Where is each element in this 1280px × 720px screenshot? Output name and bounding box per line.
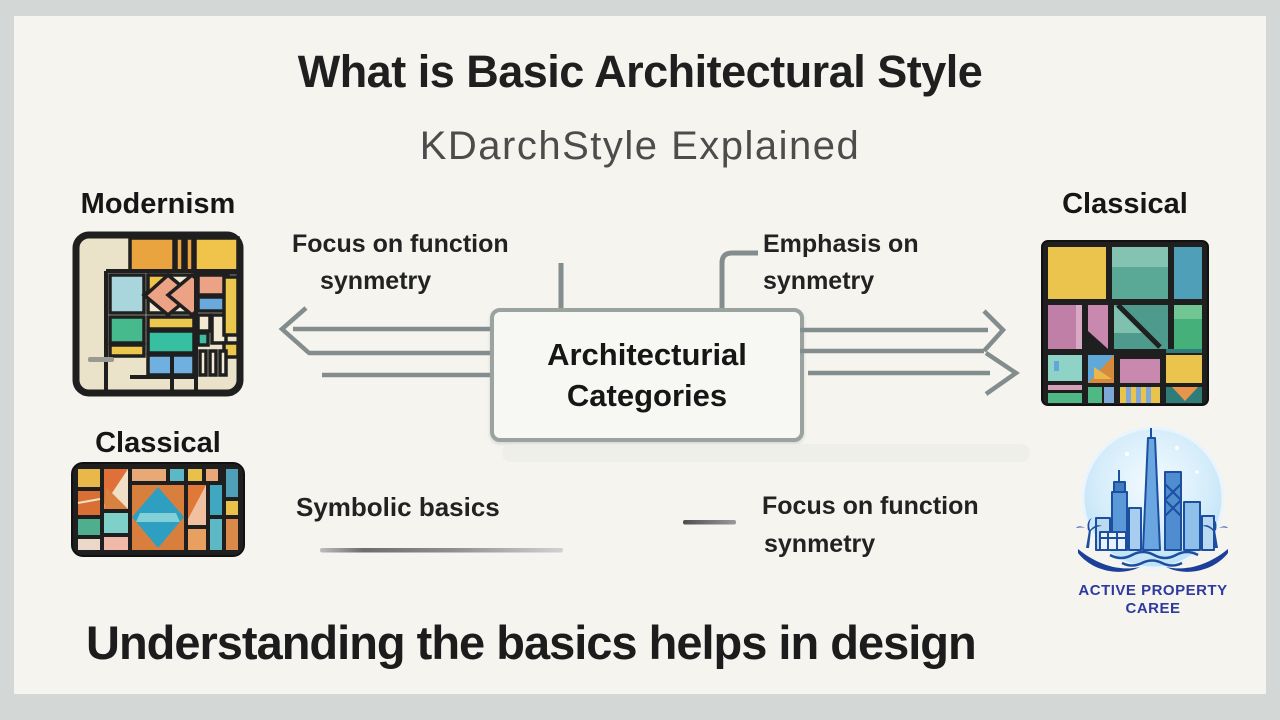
callout-right-line1: Emphasis on bbox=[763, 230, 919, 258]
callout-right: Emphasis on synmetry bbox=[763, 226, 919, 300]
center-box-line2: Categories bbox=[566, 378, 728, 413]
page-subtitle: KDarchStyle Explained bbox=[419, 124, 861, 168]
callout-bottom-right-line1: Focus on function bbox=[762, 492, 979, 520]
callout-left-line2: synmetry bbox=[320, 267, 432, 295]
logo-swooshes bbox=[1078, 549, 1228, 572]
footer-headline: Understanding the basics helps in design bbox=[86, 616, 977, 669]
callout-left-line1: Focus on function bbox=[292, 230, 509, 258]
callout-bottom-right: Focus on function synmetry bbox=[762, 487, 979, 563]
callout-bottom-right-line2: synmetry bbox=[764, 530, 876, 558]
logo-text-line2: CAREE bbox=[1125, 600, 1181, 617]
modernism-artwork bbox=[72, 231, 244, 397]
classical-left-label: Classical bbox=[95, 427, 221, 459]
classical-right-label: Classical bbox=[1062, 188, 1188, 220]
callout-left: Focus on function synmetry bbox=[292, 226, 509, 300]
company-logo: ACTIVE PROPERTY CAREE bbox=[1072, 424, 1234, 618]
center-box-line1: Architecturial bbox=[547, 337, 747, 372]
page-title: What is Basic Architectural Style bbox=[297, 46, 983, 97]
company-logo-icon bbox=[1076, 426, 1228, 572]
modernism-label: Modernism bbox=[80, 188, 236, 220]
center-box: Architecturial Categories bbox=[490, 308, 804, 442]
classical-right-artwork bbox=[1041, 240, 1209, 406]
callout-bottom-left: Symbolic basics bbox=[296, 492, 500, 522]
waves bbox=[1109, 550, 1199, 567]
palm-trees bbox=[1076, 518, 1228, 548]
classical-left-artwork bbox=[71, 462, 245, 557]
callout-right-line2: synmetry bbox=[763, 267, 875, 295]
logo-text-line1: ACTIVE PROPERTY bbox=[1078, 582, 1228, 599]
